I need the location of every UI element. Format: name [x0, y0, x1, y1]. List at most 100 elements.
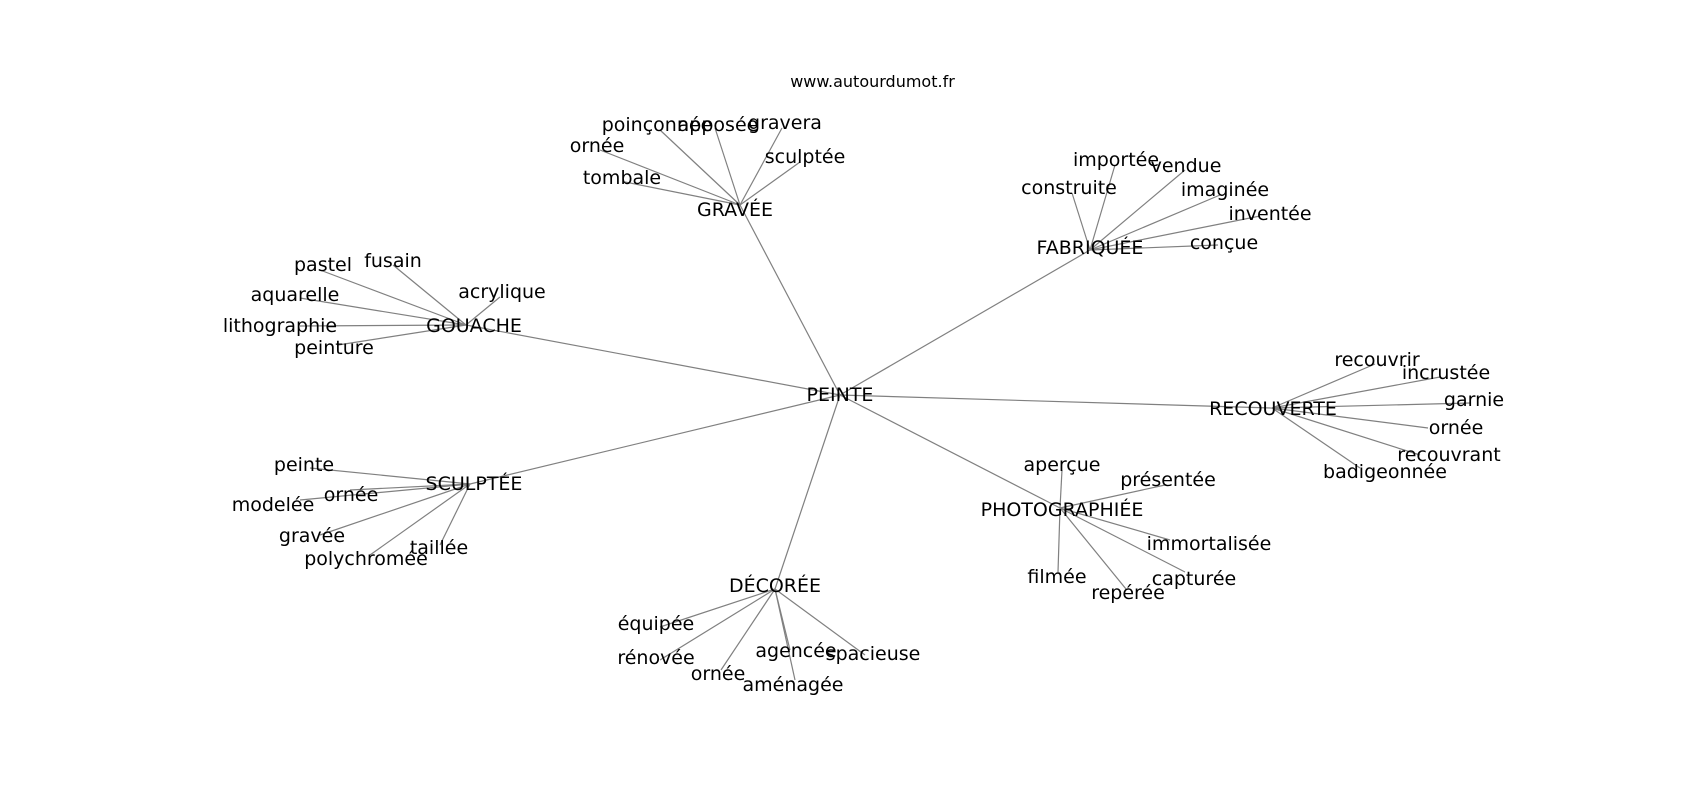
leaf-node: acrylique	[458, 281, 546, 303]
edge-root-to-0	[739, 204, 841, 396]
edge-leaf	[1271, 363, 1376, 409]
edge-leaf	[319, 483, 471, 536]
leaf-node: garnie	[1444, 389, 1504, 411]
leaf-node: incrustée	[1402, 362, 1490, 384]
edge-leaf	[720, 588, 776, 671]
edge-root-to-5	[839, 394, 1061, 509]
hub-node: GRAVÉE	[697, 198, 773, 221]
leaf-node: polychromée	[304, 548, 428, 570]
edge-leaf	[299, 483, 471, 501]
edge-root-to-3	[839, 394, 1273, 409]
edge-leaf	[599, 149, 741, 206]
hub-node: FABRIQUÉE	[1037, 236, 1144, 259]
hub-node: RECOUVERTE	[1209, 398, 1337, 420]
leaf-node: lithographie	[223, 315, 337, 337]
edge-leaf	[1271, 376, 1441, 409]
leaf-node: poinçonnée	[602, 114, 713, 136]
edge-leaf	[1271, 407, 1361, 469]
edge-leaf	[659, 129, 741, 206]
edge-leaf	[739, 127, 783, 206]
leaf-node: sculptée	[765, 146, 846, 168]
edge-leaf	[659, 588, 776, 628]
leaf-node: inventée	[1228, 203, 1311, 225]
leaf-node: conçue	[1190, 232, 1258, 254]
edge-leaf	[439, 483, 471, 546]
edge-root-to-1	[839, 249, 1091, 396]
edge-root-to-6	[774, 394, 841, 590]
leaf-node: rénovée	[617, 647, 694, 669]
leaf-node: ornée	[324, 484, 379, 506]
edge-leaf	[1089, 164, 1116, 251]
edge-leaf	[1059, 469, 1063, 509]
hub-node: SCULPTÉE	[426, 472, 523, 495]
leaf-node: gravera	[748, 112, 822, 134]
leaf-node: spacieuse	[826, 643, 921, 665]
edge-leaf	[714, 127, 741, 206]
root-node: PEINTE	[807, 384, 874, 406]
edge-leaf	[624, 181, 741, 206]
edge-leaf	[319, 269, 467, 326]
edges-layer	[299, 127, 1471, 681]
leaf-node: importée	[1073, 149, 1159, 171]
edge-leaf	[1059, 507, 1186, 573]
edge-leaf	[299, 297, 467, 326]
edge-leaf	[739, 161, 801, 206]
edge-leaf	[774, 588, 866, 656]
leaf-node: peinture	[294, 337, 374, 359]
edge-leaf	[1271, 402, 1471, 409]
leaf-node: recouvrir	[1334, 349, 1420, 371]
leaf-node: modelée	[232, 494, 315, 516]
leaf-node: recouvrant	[1397, 444, 1500, 466]
edge-leaf	[369, 483, 471, 556]
edge-leaf	[1057, 507, 1061, 573]
edge-leaf	[1089, 194, 1221, 251]
edge-leaf	[309, 467, 471, 485]
edge-leaf	[1059, 507, 1171, 541]
edge-leaf	[1089, 215, 1261, 251]
leaf-node: taillée	[410, 537, 468, 559]
edge-leaf	[299, 324, 467, 327]
edge-leaf	[1089, 169, 1186, 251]
leaf-node: équipée	[618, 613, 695, 635]
leaf-node: aquarelle	[251, 284, 340, 306]
edge-leaf	[659, 588, 776, 661]
leaf-node: ornée	[691, 663, 746, 685]
hub-node: PHOTOGRAPHIÉE	[981, 498, 1144, 521]
edge-leaf	[1271, 407, 1429, 429]
edge-leaf	[1071, 192, 1091, 251]
edge-leaf	[349, 483, 471, 491]
leaf-node: ornée	[570, 135, 625, 157]
edge-leaf	[1059, 507, 1127, 590]
leaf-node: badigeonnée	[1323, 461, 1447, 483]
leaf-node: gravée	[279, 525, 345, 547]
hub-node: DÉCORÉE	[729, 574, 821, 597]
edge-leaf	[465, 296, 501, 326]
leaf-node: présentée	[1120, 469, 1216, 491]
edge-leaf	[1059, 484, 1166, 509]
edge-leaf	[1271, 407, 1421, 456]
leaf-node: aménagée	[743, 674, 844, 696]
edge-root-to-4	[469, 394, 841, 485]
leaf-node: repérée	[1091, 582, 1165, 604]
leaf-node: imaginée	[1181, 179, 1269, 201]
leaf-node: pastel	[294, 254, 352, 276]
leaf-node: apposée	[678, 114, 759, 136]
edge-leaf	[337, 324, 467, 346]
leaf-node: fusain	[364, 250, 422, 272]
leaf-node: capturée	[1152, 568, 1236, 590]
leaf-node: immortalisée	[1147, 533, 1272, 555]
watermark: www.autourdumot.fr	[790, 72, 955, 91]
leaf-node: tombale	[583, 167, 661, 189]
leaf-node: aperçue	[1024, 454, 1101, 476]
leaf-node: agencée	[755, 640, 836, 662]
hub-node: GOUACHE	[426, 315, 522, 337]
edge-leaf	[774, 588, 796, 681]
leaf-node: vendue	[1151, 155, 1222, 177]
edge-root-to-2	[465, 324, 841, 396]
leaf-node: filmée	[1027, 566, 1086, 588]
edge-leaf	[392, 264, 467, 326]
leaf-node: peinte	[274, 454, 334, 476]
